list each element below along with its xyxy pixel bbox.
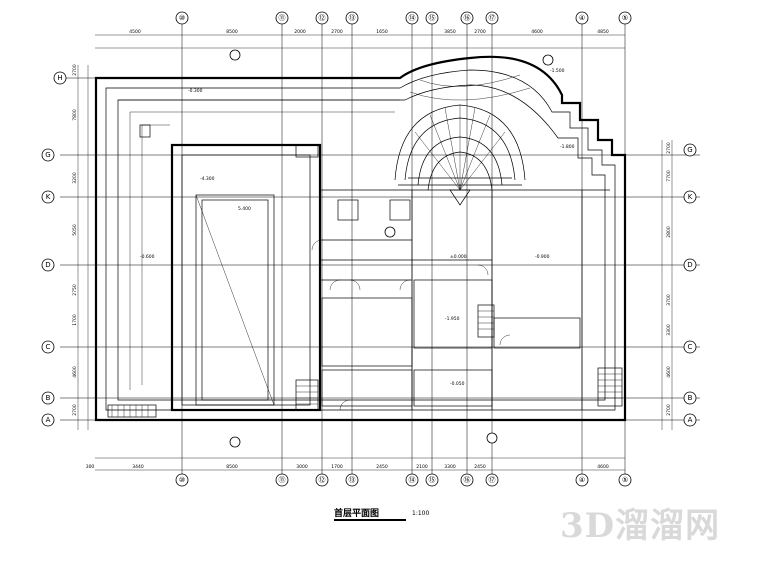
grid-right-4: C <box>688 343 693 351</box>
dim-right-4: 3700 <box>666 294 672 306</box>
grid-left-4: D <box>45 261 50 269</box>
grid-bubbles-bottom: ⑩ ⑪ ⑫ ⑬ ⑭ ⑮ ⑯ ⑰ ④ ⑤ <box>175 473 632 487</box>
room-label-4: -0.900 <box>535 254 550 260</box>
dim-bottom-2: 3440 <box>132 464 144 470</box>
dim-right-5: 3300 <box>666 324 672 336</box>
dim-left-8: 2700 <box>72 404 78 416</box>
dim-bottom-5: 1700 <box>331 464 343 470</box>
horizontal-grid-lines <box>60 77 700 421</box>
grid-top-10: ⑤ <box>622 14 628 22</box>
grid-right-3: D <box>687 261 692 269</box>
title-underline <box>334 519 406 521</box>
grid-bubbles-right: G K D C B A <box>683 143 697 427</box>
grid-top-1: ⑩ <box>179 14 185 22</box>
dim-bottom-7: 2100 <box>416 464 428 470</box>
dim-top-4: 2700 <box>331 29 343 35</box>
dim-bottom-8: 3300 <box>444 464 456 470</box>
interior-walls <box>107 124 623 418</box>
dim-right-1: 2700 <box>666 142 672 154</box>
grid-bubbles-top: ⑩ ⑪ ⑫ ⑬ ⑭ ⑮ ⑯ ⑰ ④ ⑤ <box>175 11 632 25</box>
room-label-6: 5.400 <box>238 206 251 212</box>
dim-right-3: 2800 <box>666 226 672 238</box>
dim-top-2: 8500 <box>226 29 238 35</box>
room-labels: -1.500 -0.300 ±0.000 -0.900 -4.300 5.400… <box>140 68 575 387</box>
dim-left-1: 2700 <box>72 64 78 76</box>
drawing-title: 首层平面图 <box>334 509 380 519</box>
grid-bottom-6: ⑮ <box>429 476 436 484</box>
grid-right-2: K <box>688 193 693 201</box>
grid-bottom-1: ⑩ <box>179 476 185 484</box>
room-label-3: ±0.000 <box>450 254 467 260</box>
grid-top-8: ⑰ <box>489 14 496 22</box>
building-outline <box>94 55 627 422</box>
dim-bottom-10: 4600 <box>597 464 609 470</box>
room-label-5: -4.300 <box>200 176 215 182</box>
section-marker-3 <box>384 226 396 238</box>
dim-bottom-3: 8500 <box>226 464 238 470</box>
dimension-texts: 4500 8500 2000 2700 1650 3850 2700 4600 … <box>72 29 672 470</box>
drawing-scale: 1:100 <box>412 510 430 517</box>
grid-top-6: ⑮ <box>429 14 436 22</box>
room-label-7: -1.950 <box>445 316 460 322</box>
room-label-8: -0.600 <box>140 254 155 260</box>
grid-left-5: C <box>46 343 51 351</box>
dim-left-4: 5050 <box>72 224 78 236</box>
dim-left-2: 7800 <box>72 109 78 121</box>
grid-bubbles-left: H G K D C B A <box>41 71 67 427</box>
grid-right-1: G <box>687 146 692 154</box>
room-label-2: -0.300 <box>188 88 203 94</box>
grid-right-6: A <box>688 416 693 424</box>
dim-right-2: 7700 <box>666 170 672 182</box>
grid-bottom-3: ⑫ <box>319 476 326 484</box>
section-markers <box>229 49 554 448</box>
grid-bottom-8: ⑰ <box>489 476 496 484</box>
grid-top-7: ⑯ <box>464 14 471 22</box>
grid-bottom-7: ⑯ <box>464 476 471 484</box>
dim-right-6: 4600 <box>666 366 672 378</box>
dim-bottom-6: 2450 <box>376 464 388 470</box>
grid-left-3: K <box>46 193 51 201</box>
grid-top-4: ⑬ <box>349 14 356 22</box>
dim-bottom-9: 2450 <box>474 464 486 470</box>
dim-bottom-4: 3000 <box>296 464 308 470</box>
dim-bottom-1: 300 <box>86 464 95 470</box>
grid-left-2: G <box>45 151 50 159</box>
room-label-1: -1.500 <box>550 68 565 74</box>
dim-top-6: 3850 <box>444 29 456 35</box>
section-marker-2 <box>542 54 554 66</box>
dim-top-9: 4850 <box>597 29 609 35</box>
grid-left-7: A <box>46 416 51 424</box>
grid-top-3: ⑫ <box>319 14 326 22</box>
room-label-10: -1.800 <box>560 144 575 150</box>
section-marker-5 <box>486 432 498 444</box>
dim-top-1: 4500 <box>129 29 141 35</box>
dim-top-5: 1650 <box>376 29 388 35</box>
grid-bottom-5: ⑭ <box>409 476 416 484</box>
room-label-9: -0.050 <box>450 381 465 387</box>
section-marker-1 <box>229 49 241 61</box>
grid-bottom-9: ④ <box>579 476 585 484</box>
dim-left-6: 1700 <box>72 314 78 326</box>
dim-right-7: 2700 <box>666 404 672 416</box>
grid-top-2: ⑪ <box>279 14 286 22</box>
dim-top-3: 2000 <box>294 29 306 35</box>
grid-bottom-10: ⑤ <box>622 476 628 484</box>
grid-top-9: ④ <box>579 14 585 22</box>
dimension-lines <box>77 34 673 471</box>
grid-left-6: B <box>46 394 51 402</box>
dim-left-7: 4600 <box>72 366 78 378</box>
grid-left-1: H <box>57 74 62 82</box>
dim-top-8: 4600 <box>531 29 543 35</box>
grid-right-5: B <box>688 394 693 402</box>
watermark-logo: 3D溜溜网 <box>560 506 721 546</box>
dim-top-7: 2700 <box>474 29 486 35</box>
grid-top-5: ⑭ <box>409 14 416 22</box>
dim-left-3: 3200 <box>72 172 78 184</box>
entrance-arches <box>394 74 531 206</box>
section-marker-4 <box>229 436 241 448</box>
dim-left-5: 2750 <box>72 284 78 296</box>
grid-bottom-2: ⑪ <box>279 476 286 484</box>
grid-bottom-4: ⑬ <box>349 476 356 484</box>
